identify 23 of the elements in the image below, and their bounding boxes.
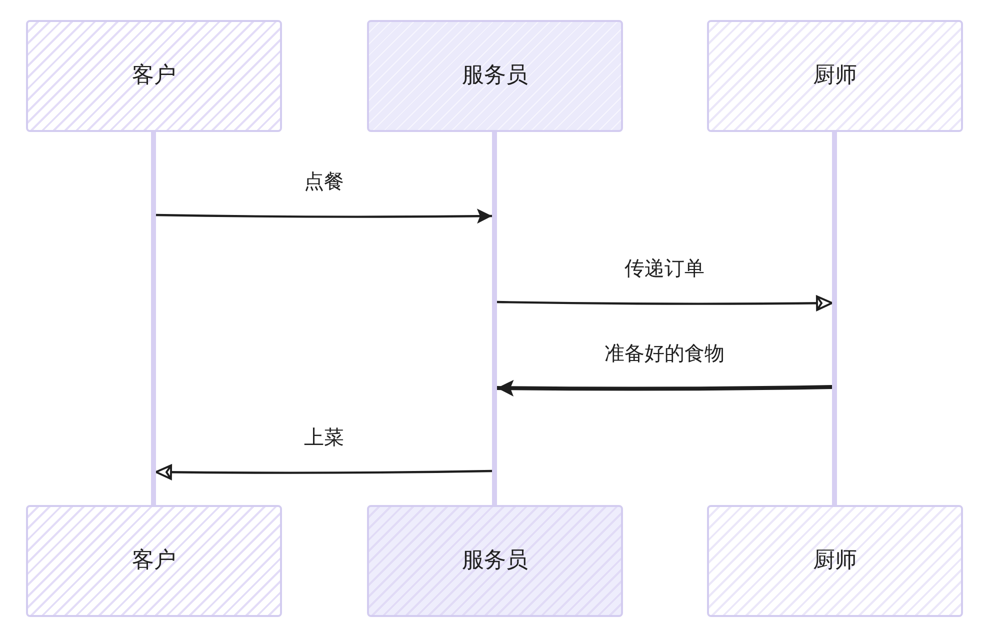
participant-box [367, 20, 623, 132]
participant-name: 客户 [132, 62, 176, 90]
participant-box [26, 20, 282, 132]
participant-name: 服务员 [462, 62, 528, 90]
lifeline [151, 132, 156, 505]
participant-box [367, 505, 623, 617]
participant-box [26, 505, 282, 617]
message-label: 准备好的食物 [604, 341, 724, 365]
message-label: 传递订单 [624, 256, 704, 280]
participant-box [707, 20, 963, 132]
lifeline [832, 132, 837, 505]
message-arrow [154, 208, 494, 224]
participant-name: 厨师 [813, 62, 857, 90]
participant-name: 厨师 [813, 548, 857, 574]
message-label: 点餐 [304, 169, 344, 193]
participant-name: 服务员 [462, 548, 528, 574]
message-label: 上菜 [304, 425, 344, 449]
participant-box [707, 505, 963, 617]
participant-name: 客户 [132, 548, 176, 574]
message-arrow [496, 295, 834, 311]
message-arrow [154, 464, 494, 480]
message-arrow [495, 380, 834, 396]
lifeline [492, 132, 497, 505]
